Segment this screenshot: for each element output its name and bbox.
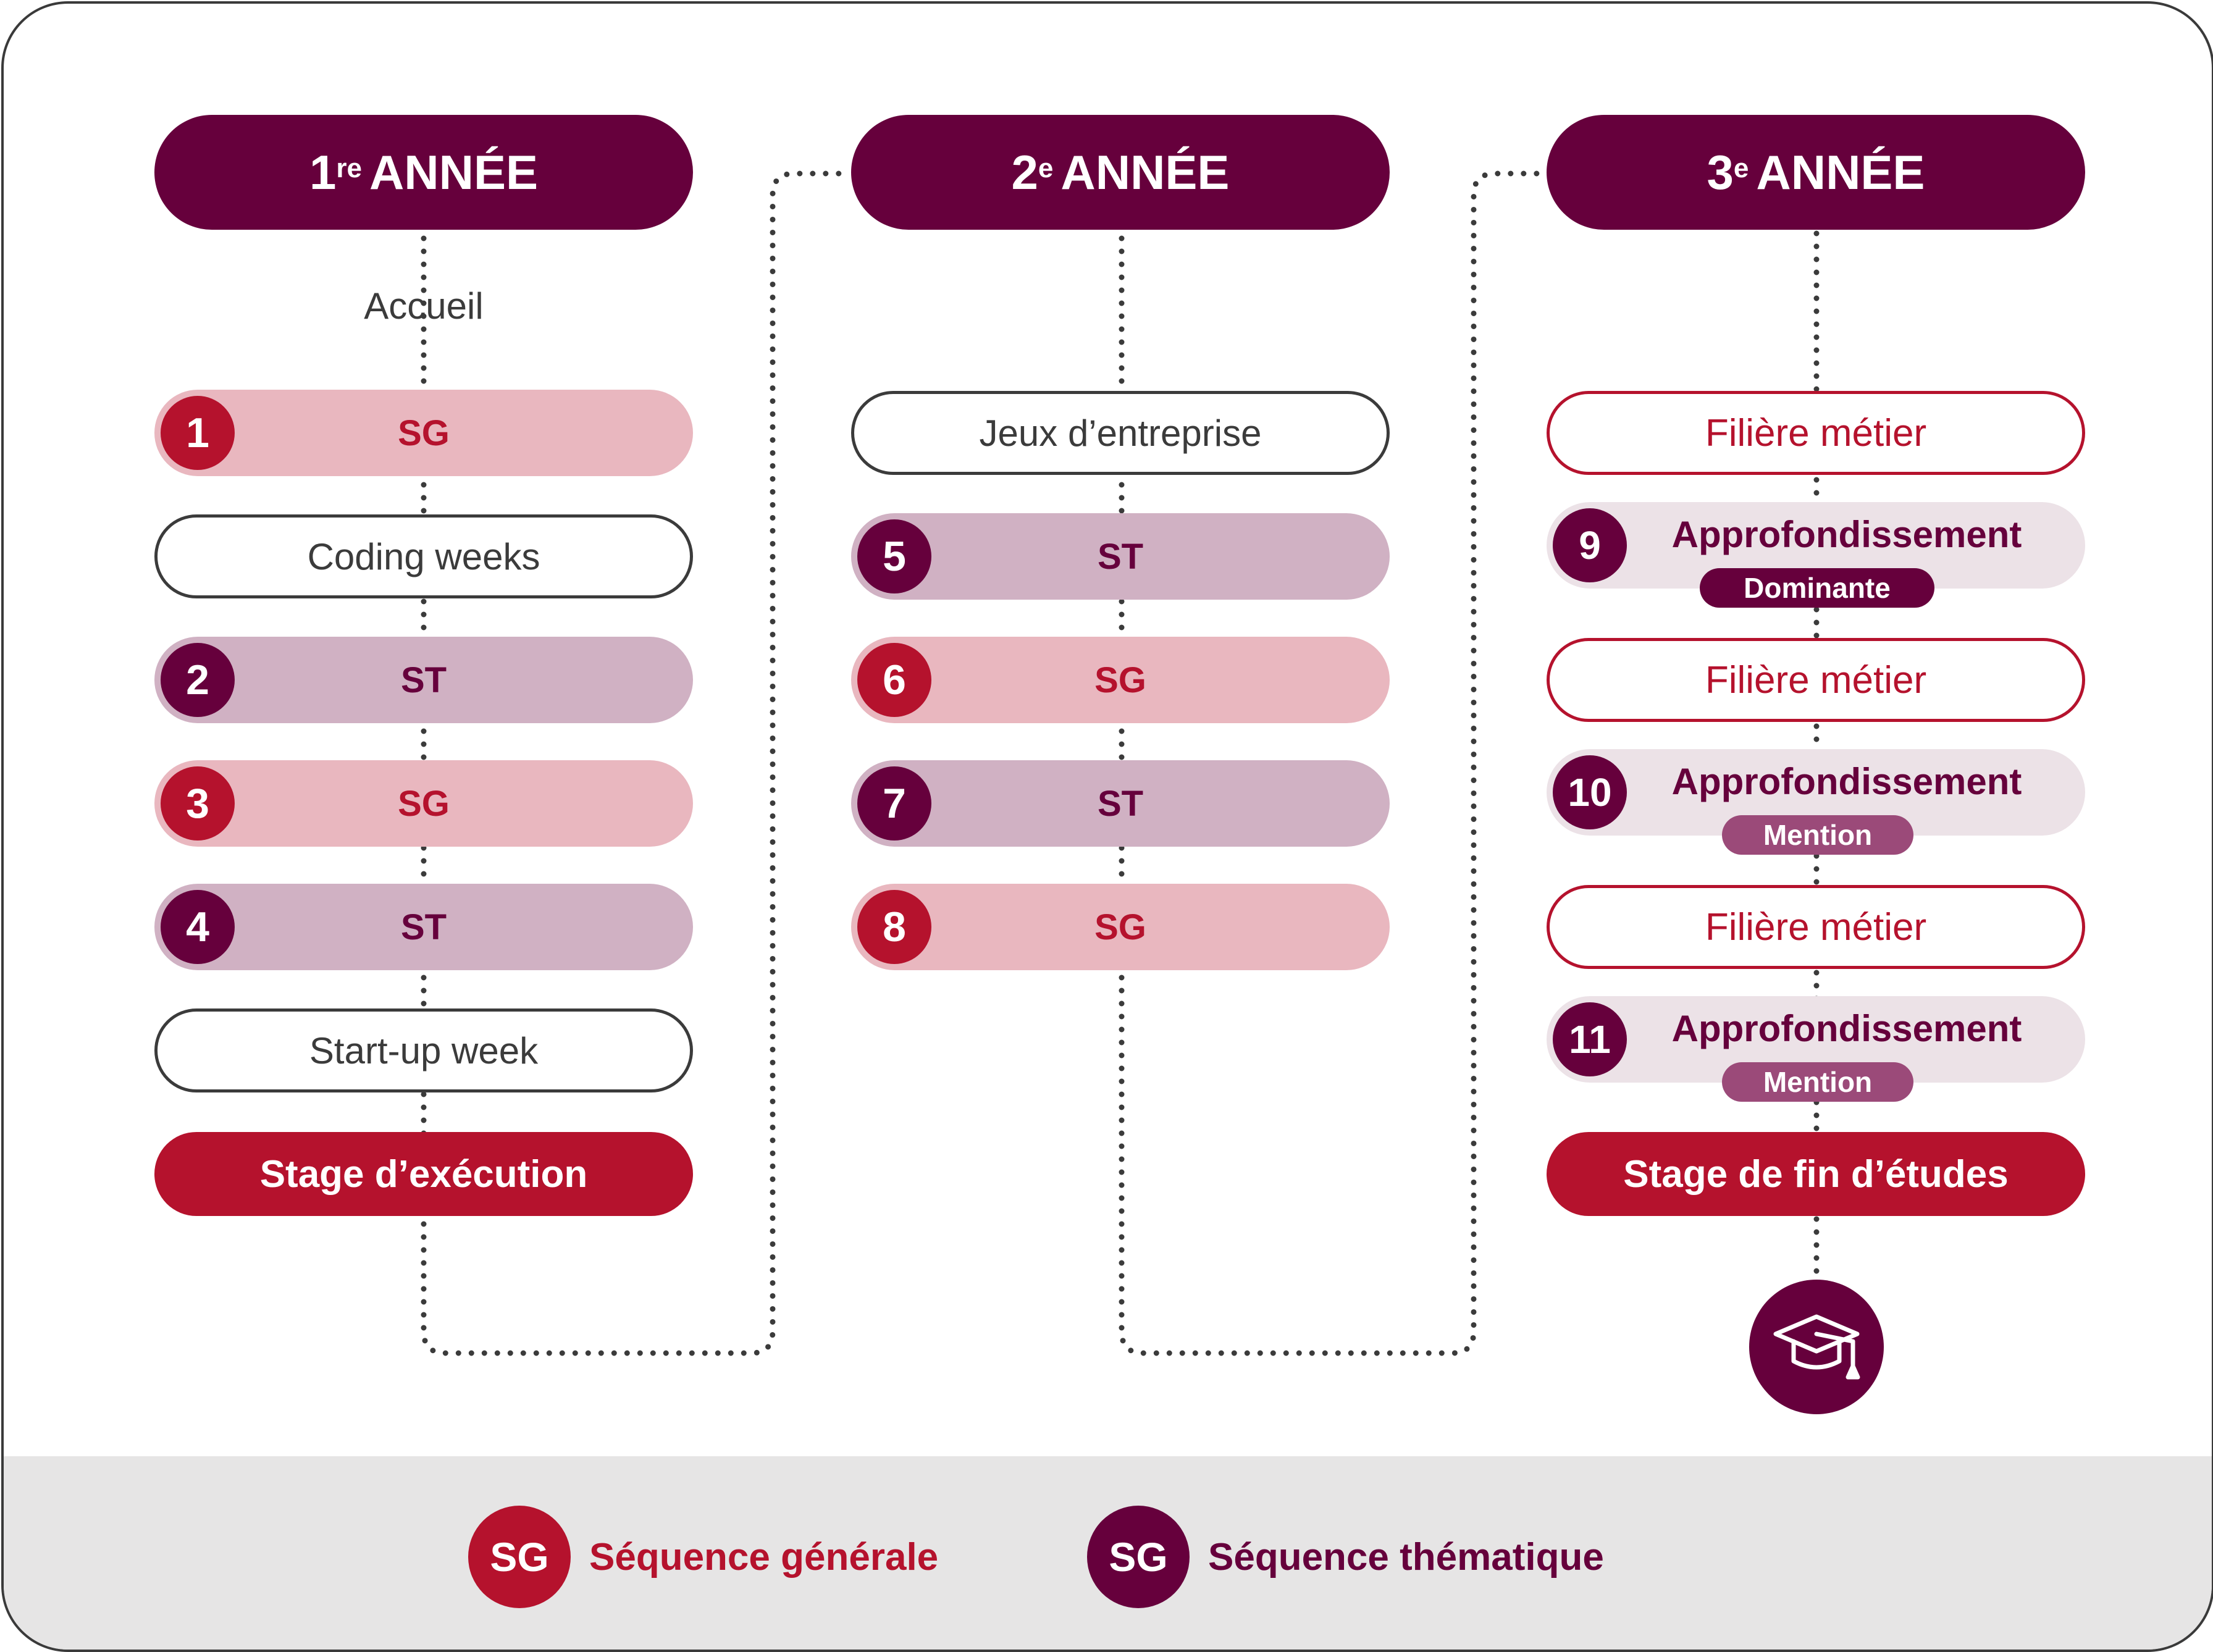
step-5-st: 5 ST <box>851 513 1390 600</box>
year-3-suffix: e <box>1733 153 1749 183</box>
step-label: Approfondissement <box>1671 761 2022 802</box>
legend-badge: SG <box>1087 1506 1190 1608</box>
step-number-badge: 3 <box>161 766 235 841</box>
step-number-badge: 4 <box>161 890 235 964</box>
connector-year1 <box>421 170 853 1356</box>
year-3-number: 3 <box>1707 145 1734 199</box>
step-number-badge: 9 <box>1553 508 1627 582</box>
step-label: Stage de fin d’études <box>1623 1152 2009 1196</box>
step-9-approfondissement: 9 Approfondissement <box>1547 502 2085 589</box>
step-number-badge: 5 <box>857 519 931 593</box>
year-2-number: 2 <box>1011 145 1038 199</box>
legend-label: Séquence générale <box>589 1535 939 1579</box>
year-2-word: ANNÉE <box>1060 145 1230 199</box>
year-1-word: ANNÉE <box>369 145 539 199</box>
step-start-up-week: Start-up week <box>154 1008 693 1092</box>
step-filiere-metier-3: Filière métier <box>1547 885 2085 969</box>
step-label: ST <box>400 660 447 700</box>
step-label: SG <box>398 413 450 453</box>
step-label: SG <box>398 783 450 824</box>
step-1-sg: 1 SG <box>154 390 693 476</box>
legend-badge: SG <box>468 1506 571 1608</box>
step-label: Approfondissement <box>1671 1008 2022 1049</box>
step-stage-fin-etudes: Stage de fin d’études <box>1547 1132 2085 1216</box>
step-label: Approfondissement <box>1671 514 2022 555</box>
step-number-badge: 1 <box>161 396 235 470</box>
step-jeux-entreprise: Jeux d’entreprise <box>851 391 1390 475</box>
legend-item-sequence-generale: SG Séquence générale <box>468 1506 938 1608</box>
step-label: SG <box>1094 907 1146 947</box>
step-label: Filière métier <box>1705 905 1927 949</box>
step-label: Filière métier <box>1705 411 1927 455</box>
accueil-label: Accueil <box>364 285 484 327</box>
graduation-cap-icon <box>1749 1280 1884 1414</box>
step-label: ST <box>1097 783 1144 824</box>
step-number-badge: 7 <box>857 766 931 841</box>
step-filiere-metier-2: Filière métier <box>1547 638 2085 722</box>
year-1-number: 1 <box>309 145 337 199</box>
step-number-badge: 10 <box>1553 755 1627 829</box>
step-label: SG <box>1094 660 1146 700</box>
step-number-badge: 8 <box>857 890 931 964</box>
legend: SG Séquence générale SG Séquence thémati… <box>4 1456 2212 1650</box>
badge-mention: Mention <box>1722 1062 1913 1102</box>
step-2-st: 2 ST <box>154 637 693 723</box>
step-label: Stage d’exécution <box>259 1152 588 1196</box>
badge-mention: Mention <box>1722 815 1913 855</box>
step-8-sg: 8 SG <box>851 884 1390 970</box>
step-number-badge: 11 <box>1553 1002 1627 1076</box>
step-label: ST <box>400 907 447 947</box>
badge-dominante: Dominante <box>1700 568 1934 608</box>
step-filiere-metier-1: Filière métier <box>1547 391 2085 475</box>
step-6-sg: 6 SG <box>851 637 1390 723</box>
step-number-badge: 2 <box>161 643 235 717</box>
step-label: Coding weeks <box>307 535 540 577</box>
step-label: Start-up week <box>309 1029 539 1071</box>
connector-year2 <box>1119 170 1548 1356</box>
step-stage-execution: Stage d’exécution <box>154 1132 693 1216</box>
step-7-st: 7 ST <box>851 760 1390 847</box>
year-1-suffix: re <box>336 153 362 183</box>
legend-label: Séquence thématique <box>1208 1535 1604 1579</box>
step-label: Jeux d’entreprise <box>979 412 1262 454</box>
step-label: Filière métier <box>1705 658 1927 702</box>
step-4-st: 4 ST <box>154 884 693 970</box>
step-label: ST <box>1097 536 1144 577</box>
step-coding-weeks: Coding weeks <box>154 514 693 598</box>
legend-item-sequence-thematique: SG Séquence thématique <box>1087 1506 1604 1608</box>
year-3-word: ANNÉE <box>1756 145 1925 199</box>
step-3-sg: 3 SG <box>154 760 693 847</box>
step-number-badge: 6 <box>857 643 931 717</box>
year-2-suffix: e <box>1038 153 1054 183</box>
dotted-connectors <box>421 170 1820 1356</box>
